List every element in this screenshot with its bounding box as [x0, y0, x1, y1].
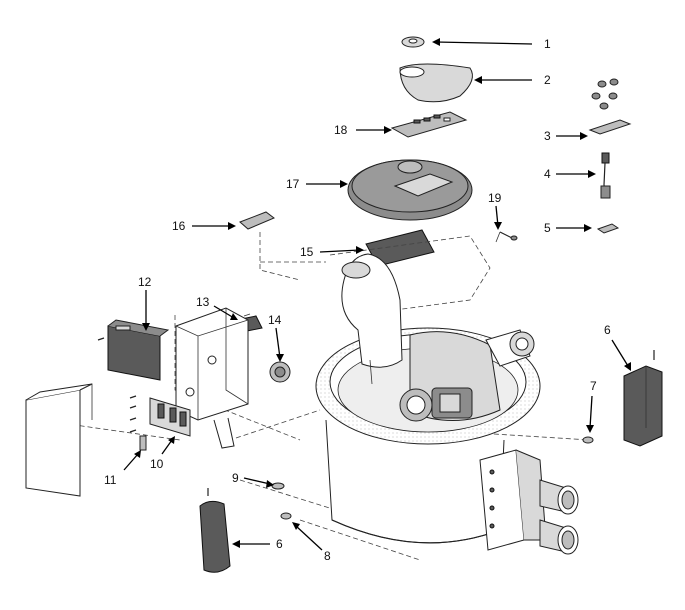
- part-10-terminal-block: [149, 397, 191, 437]
- callout-1: 1: [544, 37, 551, 51]
- heater-body: [315, 253, 579, 555]
- part-front-panel: [25, 383, 93, 497]
- callout-labels: 1 2 3 4 5 6 7 8 9 6 10 11 12 13 14 15 16…: [104, 37, 611, 563]
- callout-12: 12: [138, 275, 152, 289]
- part-2-shroud: [399, 63, 473, 103]
- callout-3: 3: [544, 129, 551, 143]
- part-11-fuse: [139, 435, 147, 451]
- callout-17: 17: [286, 177, 300, 191]
- part-18-display-panel: [390, 111, 468, 138]
- callout-14: 14: [268, 313, 282, 327]
- part-14-transformer: [269, 361, 291, 383]
- callout-13: 13: [196, 295, 210, 309]
- part-9-fitting: [271, 482, 285, 490]
- screws-left: [97, 337, 137, 433]
- callout-6-right: 6: [604, 323, 611, 337]
- callout-5: 5: [544, 221, 551, 235]
- callout-8: 8: [324, 549, 331, 563]
- part-17-top-lid: [347, 159, 473, 221]
- callout-16: 16: [172, 219, 186, 233]
- part-7-fitting: [582, 436, 594, 444]
- part-1-cap: [401, 36, 425, 48]
- callout-10: 10: [150, 457, 164, 471]
- part-8-fitting: [280, 512, 292, 520]
- part-16-plate: [239, 211, 275, 230]
- pipe-fitting-upper: [539, 479, 579, 515]
- callout-19: 19: [488, 191, 502, 205]
- callout-7: 7: [590, 379, 597, 393]
- part-5-clip: [596, 223, 620, 234]
- part-12-cover: [107, 319, 170, 381]
- part-6-side-panel-left: [199, 488, 231, 573]
- part-19-sensor: [495, 231, 518, 243]
- header-bolts: [489, 469, 495, 529]
- callout-15: 15: [300, 245, 314, 259]
- part-3-bracket-with-nuts: [588, 78, 632, 135]
- junction-box: [175, 307, 249, 449]
- callout-arrows: [123, 38, 631, 551]
- callout-9: 9: [232, 471, 239, 485]
- callout-6-bottom: 6: [276, 537, 283, 551]
- callout-11: 11: [104, 473, 117, 487]
- callout-18: 18: [334, 123, 348, 137]
- part-6-side-panel-right: [623, 350, 663, 447]
- callout-2: 2: [544, 73, 551, 87]
- callout-4: 4: [544, 167, 551, 181]
- part-4-wire-harness: [600, 152, 611, 199]
- pipe-fitting-lower: [539, 519, 579, 555]
